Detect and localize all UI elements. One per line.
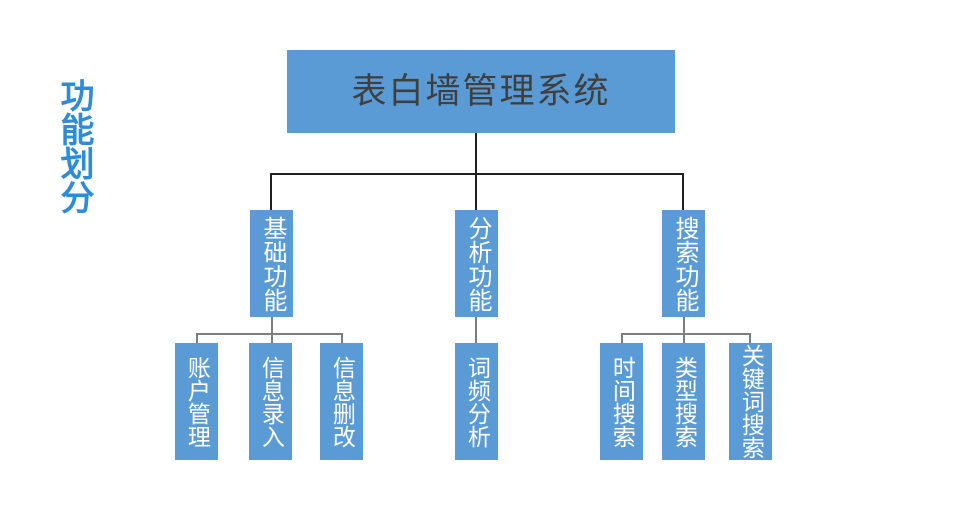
node-branch-analysis[interactable]: 分析功能	[455, 210, 498, 317]
connector-basic-to-account	[196, 333, 198, 343]
node-branch-search-label: 搜索功能	[670, 215, 698, 312]
node-leaf-keyword-label: 关键词搜索	[738, 344, 765, 459]
connector-search-to-type	[683, 333, 685, 343]
connector-trunk-bar	[271, 173, 684, 175]
connector-basic-stem	[271, 317, 273, 334]
connector-basic-to-edit	[341, 333, 343, 343]
node-leaf-type[interactable]: 类型搜索	[662, 343, 705, 460]
node-leaf-time-label: 时间搜索	[609, 355, 636, 448]
connector-search-to-keyword	[749, 333, 751, 343]
node-branch-basic[interactable]: 基础功能	[250, 210, 293, 317]
node-leaf-wordfreq-label: 词频分析	[464, 355, 491, 448]
node-leaf-edit[interactable]: 信息删改	[320, 343, 363, 460]
connector-basic-bar	[196, 333, 342, 335]
node-leaf-type-label: 类型搜索	[671, 355, 698, 448]
node-leaf-account-label: 账户管理	[184, 355, 211, 448]
node-leaf-account[interactable]: 账户管理	[175, 343, 218, 460]
node-root[interactable]: 表白墙管理系统	[287, 50, 675, 133]
node-leaf-wordfreq[interactable]: 词频分析	[455, 343, 498, 460]
node-leaf-time[interactable]: 时间搜索	[600, 343, 643, 460]
connector-trunk-to-basic	[270, 173, 272, 211]
node-branch-search[interactable]: 搜索功能	[662, 210, 705, 317]
slide-side-title: 功能划分	[55, 78, 93, 214]
connector-analysis-to-wordfreq	[475, 317, 477, 343]
connector-search-stem	[683, 317, 685, 334]
connector-trunk-to-analysis	[475, 173, 477, 211]
connector-root-stem	[475, 133, 477, 174]
connector-search-bar	[621, 333, 750, 335]
connector-trunk-to-search	[682, 173, 684, 211]
node-leaf-keyword[interactable]: 关键词搜索	[729, 343, 772, 460]
node-leaf-entry-label: 信息录入	[258, 355, 285, 448]
node-leaf-edit-label: 信息删改	[329, 355, 356, 448]
node-leaf-entry[interactable]: 信息录入	[249, 343, 292, 460]
connector-basic-to-entry	[271, 333, 273, 343]
node-branch-basic-label: 基础功能	[258, 215, 286, 312]
node-root-label: 表白墙管理系统	[351, 72, 611, 111]
connector-search-to-time	[621, 333, 623, 343]
node-branch-analysis-label: 分析功能	[463, 215, 491, 312]
